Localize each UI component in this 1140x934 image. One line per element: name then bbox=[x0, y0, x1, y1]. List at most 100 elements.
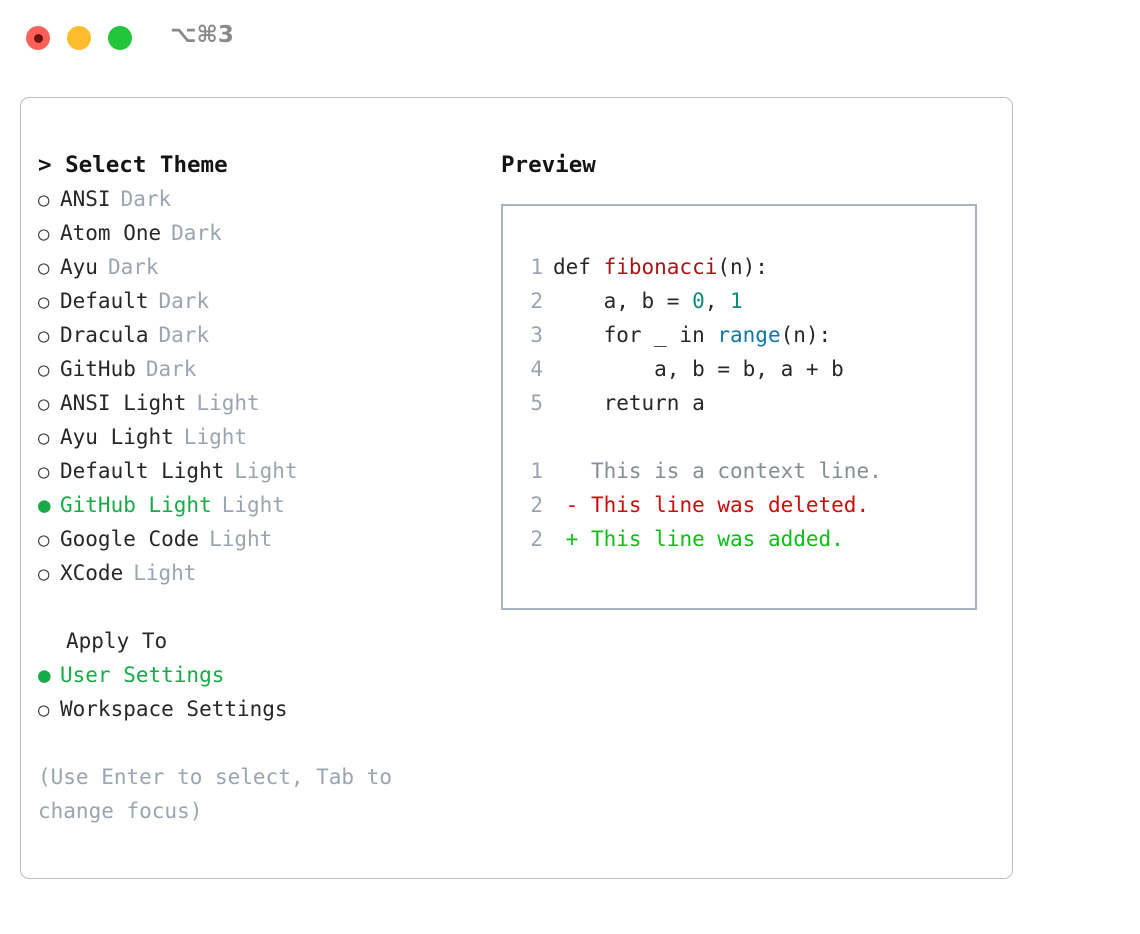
keyboard-hint: (Use Enter to select, Tab to change focu… bbox=[38, 765, 393, 823]
code-token: for _ in bbox=[553, 323, 718, 347]
code-token: 0 bbox=[692, 289, 705, 313]
radio-unselected-icon: ○ bbox=[38, 393, 50, 415]
keyboard-shortcut-label: ⌥⌘3 bbox=[170, 22, 234, 48]
theme-name-label: Default bbox=[60, 289, 149, 313]
theme-category-tag: Dark bbox=[158, 289, 210, 313]
theme-name-label: XCode bbox=[60, 561, 124, 585]
diff-line: 2 - This line was deleted. bbox=[515, 488, 975, 522]
prompt-caret-icon: > bbox=[38, 152, 52, 178]
code-token: , bbox=[704, 289, 731, 313]
code-token: (n): bbox=[780, 323, 832, 347]
theme-name-label: Ayu bbox=[60, 255, 98, 279]
radio-selected-icon: ● bbox=[38, 493, 51, 517]
theme-name-label: Ayu Light bbox=[60, 425, 174, 449]
code-token: fibonacci bbox=[603, 255, 718, 279]
minimize-button[interactable] bbox=[67, 26, 91, 50]
theme-category-tag: Light bbox=[221, 493, 285, 517]
diff-text: This line was deleted. bbox=[590, 493, 870, 517]
line-number: 1 bbox=[530, 255, 543, 279]
diff-marker bbox=[553, 454, 591, 488]
radio-unselected-icon: ○ bbox=[38, 427, 50, 449]
theme-category-tag: Dark bbox=[171, 221, 222, 245]
theme-category-tag: Dark bbox=[107, 255, 159, 279]
code-token: a, b = b, a + b bbox=[553, 357, 844, 381]
theme-category-tag: Light bbox=[133, 561, 197, 585]
diff-sample: 1 This is a context line.2 - This line w… bbox=[515, 454, 975, 556]
radio-selected-icon: ● bbox=[38, 663, 51, 687]
apply-to-option[interactable]: ○ Workspace Settings bbox=[38, 692, 468, 726]
apply-to-list: ● User Settings ○ Workspace Settings bbox=[38, 658, 468, 726]
page-title: > Select Theme bbox=[38, 148, 468, 182]
spacer bbox=[515, 420, 975, 454]
theme-category-tag: Dark bbox=[145, 357, 197, 381]
theme-list-item[interactable]: ○ GitHub Dark bbox=[38, 352, 468, 386]
radio-unselected-icon: ○ bbox=[38, 223, 50, 245]
code-token: def bbox=[553, 255, 604, 279]
theme-category-tag: Light bbox=[196, 391, 260, 415]
theme-name-label: GitHub bbox=[60, 357, 136, 381]
radio-unselected-icon: ○ bbox=[38, 563, 50, 585]
line-number: 4 bbox=[530, 357, 543, 381]
radio-unselected-icon: ○ bbox=[38, 529, 50, 551]
line-number: 1 bbox=[530, 459, 543, 483]
theme-list-item[interactable]: ○ Ayu Dark bbox=[38, 250, 468, 284]
diff-text: This is a context line. bbox=[590, 459, 882, 483]
code-line: 1 def fibonacci(n): bbox=[515, 250, 975, 284]
theme-list-item[interactable]: ○ Ayu Light Light bbox=[38, 420, 468, 454]
radio-unselected-icon: ○ bbox=[38, 461, 50, 483]
code-token: (n): bbox=[717, 255, 768, 279]
diff-marker: - bbox=[553, 493, 591, 517]
diff-line: 1 This is a context line. bbox=[515, 454, 975, 488]
spacer bbox=[38, 590, 468, 624]
theme-list-item[interactable]: ○ Default Light Light bbox=[38, 454, 468, 488]
maximize-button[interactable] bbox=[108, 26, 132, 50]
theme-category-tag: Light bbox=[234, 459, 298, 483]
apply-to-title: Apply To bbox=[66, 629, 168, 653]
radio-unselected-icon: ○ bbox=[38, 189, 50, 211]
theme-category-tag: Light bbox=[183, 425, 248, 449]
radio-unselected-icon: ○ bbox=[38, 699, 50, 721]
apply-to-option[interactable]: ● User Settings bbox=[38, 658, 468, 692]
radio-unselected-icon: ○ bbox=[38, 325, 50, 347]
theme-name-label: Dracula bbox=[60, 323, 149, 347]
line-number: 5 bbox=[530, 391, 543, 415]
theme-list-item[interactable]: ○ Atom One Dark bbox=[38, 216, 468, 250]
code-line: 2 a, b = 0, 1 bbox=[515, 284, 975, 318]
line-number: 2 bbox=[530, 493, 543, 517]
radio-unselected-icon: ○ bbox=[38, 359, 50, 381]
diff-text: This line was added. bbox=[590, 527, 844, 551]
radio-unselected-icon: ○ bbox=[38, 257, 50, 279]
theme-name-label: ANSI Light bbox=[60, 391, 187, 415]
page-title-label: Select Theme bbox=[65, 152, 228, 178]
line-number: 2 bbox=[530, 289, 543, 313]
code-line: 4 a, b = b, a + b bbox=[515, 352, 975, 386]
line-number: 3 bbox=[530, 323, 543, 347]
apply-to-option-label: Workspace Settings bbox=[60, 697, 288, 721]
theme-category-tag: Light bbox=[209, 527, 273, 551]
apply-to-option-label: User Settings bbox=[60, 663, 225, 687]
code-token: range bbox=[717, 323, 781, 347]
theme-list-item[interactable]: ○ XCode Light bbox=[38, 556, 468, 590]
code-token: 1 bbox=[730, 289, 743, 313]
code-line: 5 return a bbox=[515, 386, 975, 420]
title-bar: ⌥⌘3 bbox=[0, 0, 1140, 76]
close-button[interactable] bbox=[26, 26, 50, 50]
code-token: a, b = bbox=[553, 289, 693, 313]
diff-line: 2 + This line was added. bbox=[515, 522, 975, 556]
theme-category-tag: Dark bbox=[120, 187, 172, 211]
theme-name-label: Default Light bbox=[60, 459, 225, 483]
radio-unselected-icon: ○ bbox=[38, 291, 50, 313]
diff-marker: + bbox=[553, 527, 591, 551]
theme-name-label: Atom One bbox=[60, 221, 162, 245]
theme-list-item[interactable]: ○ Default Dark bbox=[38, 284, 468, 318]
theme-list-item[interactable]: ○ ANSI Light Light bbox=[38, 386, 468, 420]
